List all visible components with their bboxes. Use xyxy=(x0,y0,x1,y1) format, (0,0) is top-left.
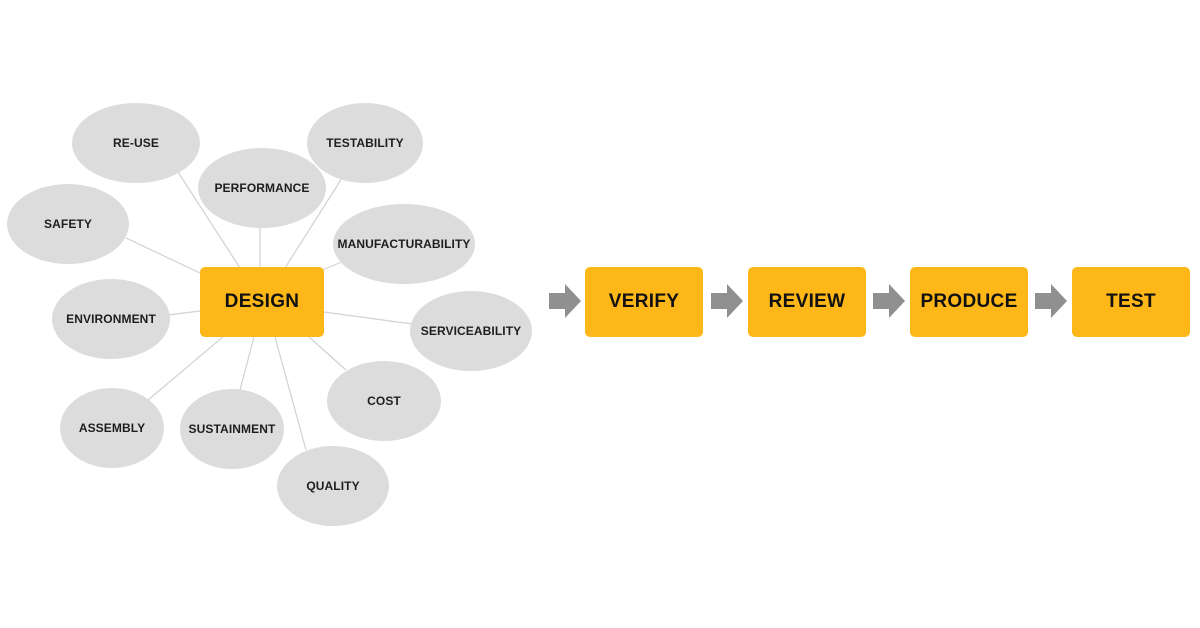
connector-safety xyxy=(125,237,201,274)
process-box-produce: PRODUCE xyxy=(910,267,1028,337)
factor-sustainment: SUSTAINMENT xyxy=(180,389,284,469)
connector-testability xyxy=(284,177,343,269)
arrow-right-icon xyxy=(873,284,905,318)
factor-label: ENVIRONMENT xyxy=(66,312,156,326)
arrow-right-icon xyxy=(711,284,743,318)
design-box: DESIGN xyxy=(200,267,324,337)
process-label: REVIEW xyxy=(768,291,846,312)
factor-serviceability: SERVICEABILITY xyxy=(410,291,532,371)
design-label: DESIGN xyxy=(224,291,300,312)
process-box-test: TEST xyxy=(1072,267,1190,337)
connector-cost xyxy=(307,335,347,371)
connector-serviceability xyxy=(323,311,413,325)
factor-label: SERVICEABILITY xyxy=(420,324,522,338)
connector-assembly xyxy=(147,335,225,401)
factor-quality: QUALITY xyxy=(277,446,389,526)
factor-label: COST xyxy=(367,394,401,408)
connector-environment xyxy=(167,310,201,316)
factor-testability: TESTABILITY xyxy=(307,103,423,183)
factor-re-use: RE-USE xyxy=(72,103,200,183)
process-box-review: REVIEW xyxy=(748,267,866,337)
connector-manufacturability xyxy=(321,261,343,271)
process-label: TEST xyxy=(1106,291,1156,312)
factor-label: QUALITY xyxy=(306,479,360,493)
connector-re-use xyxy=(177,171,241,269)
process-label: VERIFY xyxy=(608,291,680,312)
factor-label: TESTABILITY xyxy=(326,136,404,150)
connector-quality xyxy=(274,336,307,451)
factor-cost: COST xyxy=(327,361,441,441)
factor-label: ASSEMBLY xyxy=(78,421,146,435)
factor-assembly: ASSEMBLY xyxy=(60,388,164,468)
factor-performance: PERFORMANCE xyxy=(198,148,326,228)
arrow-right-icon xyxy=(549,284,581,318)
factor-safety: SAFETY xyxy=(7,184,129,264)
factor-label: SAFETY xyxy=(44,217,92,231)
factor-label: SUSTAINMENT xyxy=(188,422,276,436)
factor-label: RE-USE xyxy=(113,136,159,150)
process-box-verify: VERIFY xyxy=(585,267,703,337)
arrow-right-icon xyxy=(1035,284,1067,318)
factor-environment: ENVIRONMENT xyxy=(52,279,170,359)
process-label: PRODUCE xyxy=(920,291,1018,312)
connector-sustainment xyxy=(239,336,255,391)
factor-manufacturability: MANUFACTURABILITY xyxy=(333,204,475,284)
factor-label: PERFORMANCE xyxy=(214,181,310,195)
factor-label: MANUFACTURABILITY xyxy=(337,237,471,251)
